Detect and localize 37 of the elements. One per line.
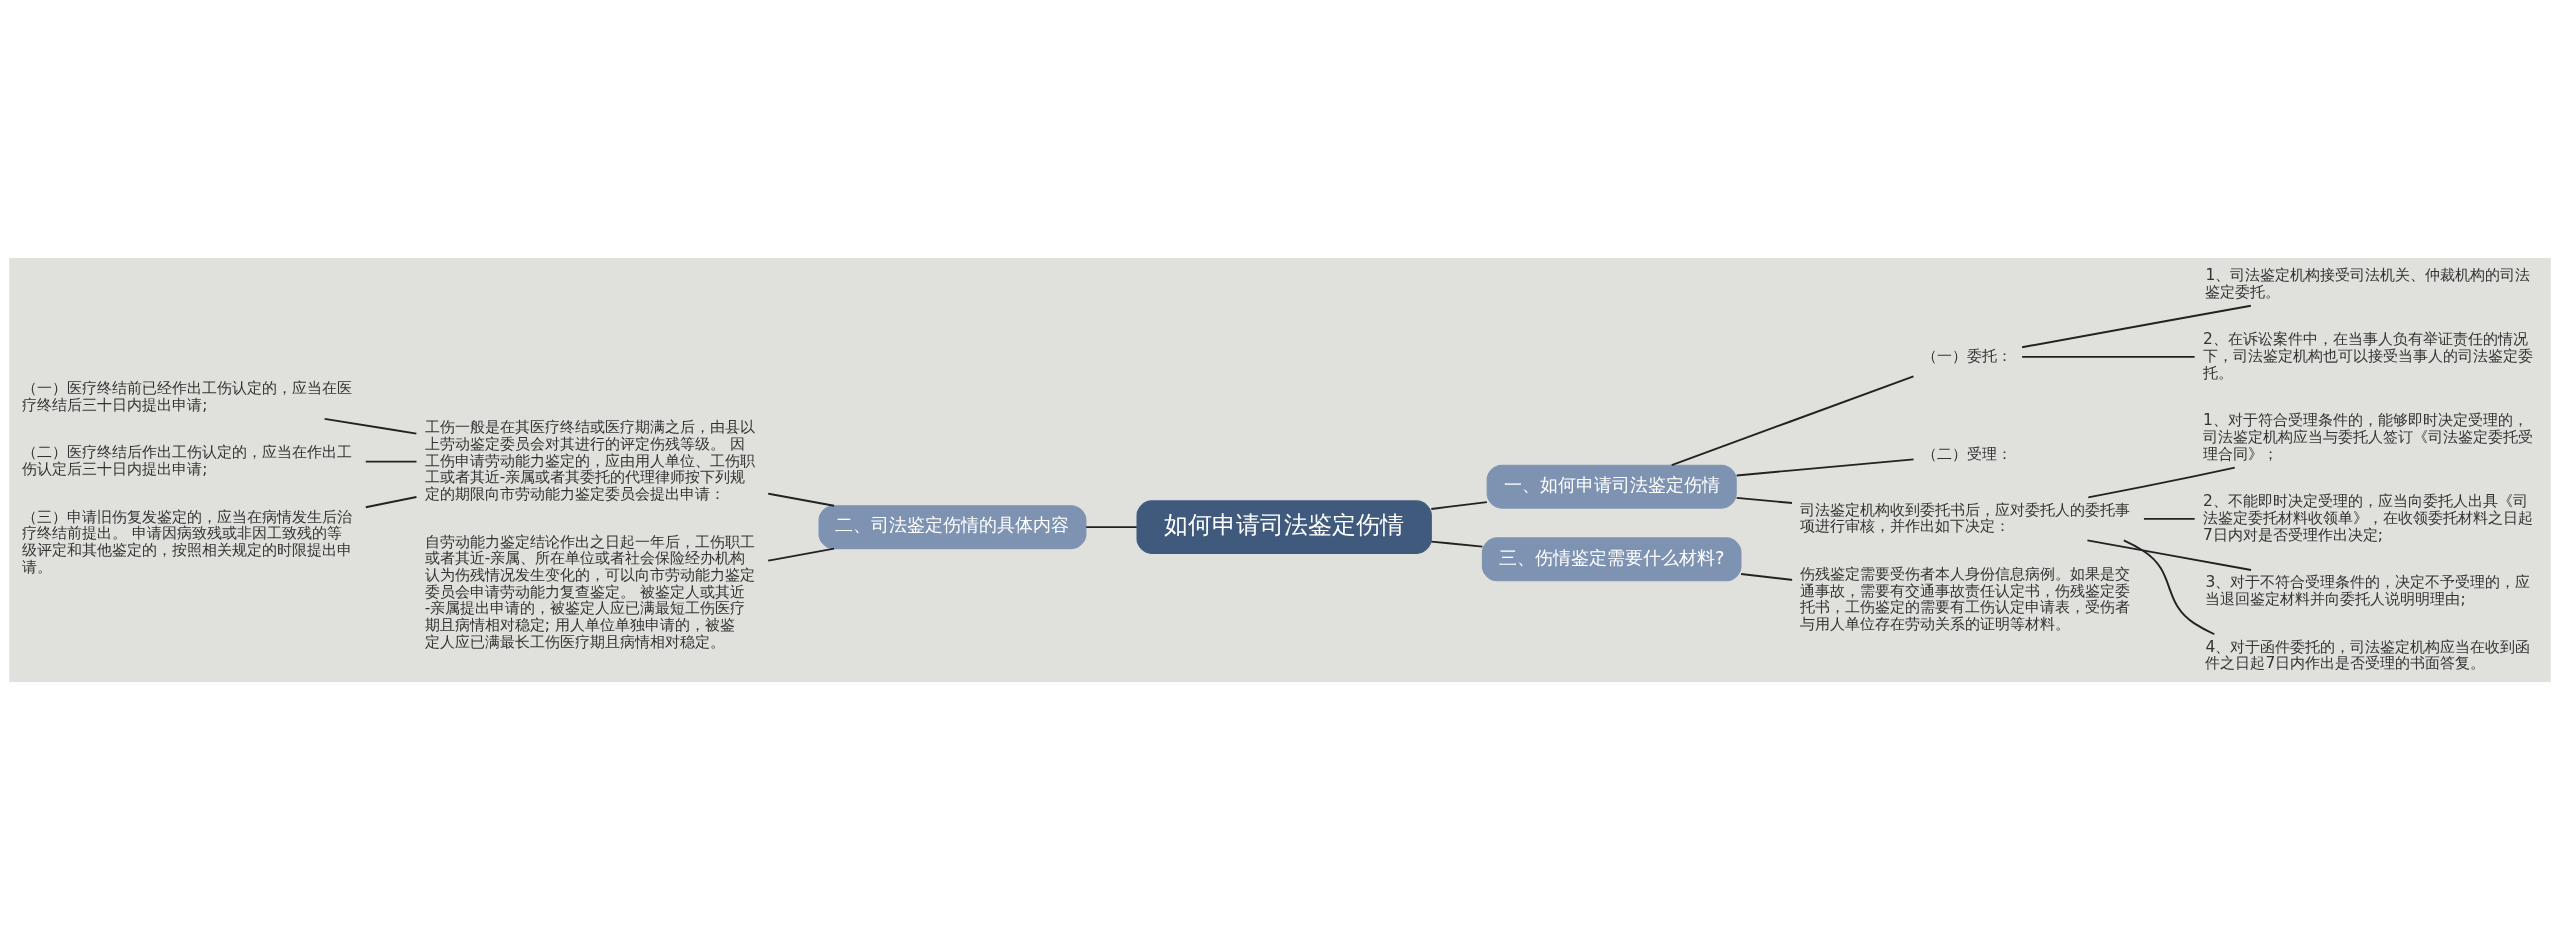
connector <box>2087 466 2236 499</box>
node-box: 如何申请司法鉴定伤情 <box>1136 500 1432 554</box>
node-text: （二）受理： <box>1921 444 2012 463</box>
node-text: 2、在诉讼案件中，在当事人负有举证责任的情况下，司法鉴定机构也可以接受当事人的司法鉴定委托。 <box>2203 330 2534 382</box>
connector <box>364 460 418 463</box>
node-text: 4、对于函件委托的，司法鉴定机构应当在收到函件之日起7日内作出是否受理的书面答复。 <box>2205 637 2531 673</box>
connector <box>767 547 836 562</box>
node-text: 3、对于不符合受理条件的，决定不予受理的，应当退回鉴定材料并向委托人说明明理由; <box>2205 573 2531 608</box>
connector <box>323 417 418 435</box>
connector <box>1430 540 1484 548</box>
connector <box>2021 304 2252 349</box>
node-text: 1、司法鉴定机构接受司法机关、仲裁机构的司法鉴定委托。 <box>2205 265 2531 301</box>
node-box: 二、司法鉴定伤情的具体内容 <box>818 505 1087 550</box>
node-text: （一）委托： <box>1921 346 2012 365</box>
connector <box>1670 375 1915 467</box>
connector <box>1735 496 1793 504</box>
connector <box>1085 526 1138 529</box>
node-text: （一）医疗终结前已经作出工伤认定的，应当在医疗终结后三十日内提出申请; <box>22 379 353 414</box>
node-text: 工伤一般是在其医疗终结或医疗期满之后，由县以上劳动鉴定委员会对其进行的评定伤残等级。 因工伤申请劳动能力鉴定的，应由用人单位、工伤职工或者其近-亲属或者其委托的代理律师按下列规定的期限向市劳动能力鉴定委员会提出申请： <box>424 418 755 504</box>
node-box: 三、伤情鉴定需要什么材料? <box>1481 537 1742 582</box>
node-text: 2、不能即时决定受理的，应当向委托人出具《司法鉴定委托材料收领单》，在收领委托材料之日起7日内对是否受理作出决定; <box>2203 492 2534 544</box>
node-text: 司法鉴定机构收到委托书后，应对委托人的委托事项进行审核，并作出如下决定： <box>1800 500 2131 536</box>
connector <box>2086 539 2252 571</box>
node-box: 一、如何申请司法鉴定伤情 <box>1486 464 1737 509</box>
node-text: （三）申请旧伤复发鉴定的，应当在病情发生后治疗终结前提出。 申请因病致残或非因工致残的等级评定和其他鉴定的，按照相关规定的时限提出申请。 <box>22 507 353 576</box>
node-text: （二）医疗终结后作出工伤认定的，应当在作出工伤认定后三十日内提出申请; <box>22 443 353 479</box>
connector <box>767 492 836 507</box>
connector <box>1735 458 1915 477</box>
connector <box>2122 539 2216 636</box>
node-text: 1、对于符合受理条件的，能够即时决定受理的，司法鉴定机构应当与委托人签订《司法鉴定委托受理合同》； <box>2203 411 2534 463</box>
connector <box>364 496 418 509</box>
connector <box>1430 501 1488 510</box>
node-text: 自劳动能力鉴定结论作出之日起一年后，工伤职工或者其近-亲属、所在单位或者社会保险经办机构认为伤残情况发生变化的，可以向市劳动能力鉴定委员会申请劳动能力复查鉴定。 被鉴定人或其近-亲属提出申请的，被鉴定人应已满最短工伤医疗期且病情相对稳定; 用人单位单独申请的，被鉴定人应已满最长工伤医疗期且病情相对稳定。 <box>424 532 755 651</box>
connector <box>1740 573 1794 581</box>
node-text: 伤残鉴定需要受伤者本人身份信息病例。如果是交通事故，需要有交通事故责任认定书，伤残鉴定委托书，工伤鉴定的需要有工伤认定申请表，受伤者与用人单位存在劳动关系的证明等材料。 <box>1800 564 2131 633</box>
connector <box>2143 517 2196 520</box>
connector <box>2021 355 2196 358</box>
